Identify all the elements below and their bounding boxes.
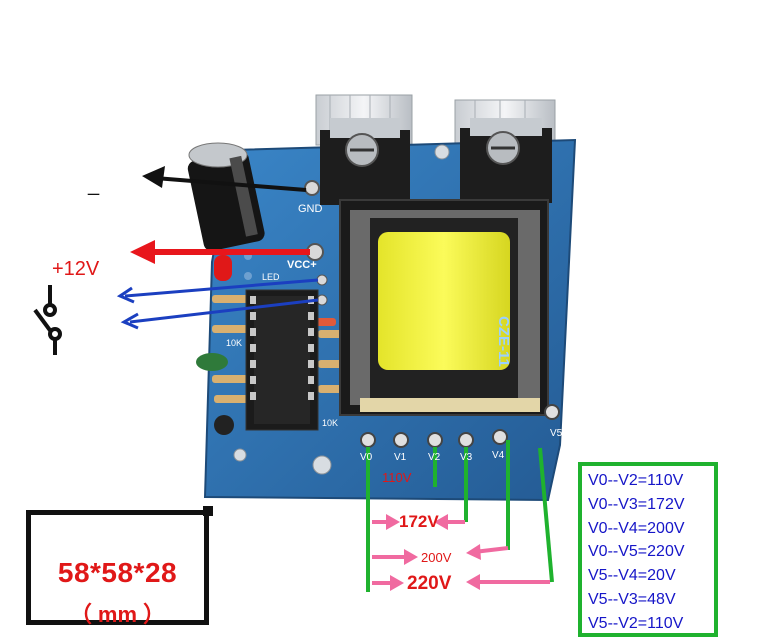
- corner-marker: [203, 506, 213, 516]
- vcc-label: VCC+: [287, 259, 317, 271]
- transformer-icon: [339, 199, 549, 416]
- pin-label-v5: V5: [550, 428, 563, 439]
- mosfet-right: [460, 118, 552, 203]
- capacitor-icon: [187, 142, 265, 251]
- led-icon: [214, 255, 232, 281]
- measure-arrows: [372, 514, 550, 591]
- minus-label: _: [88, 174, 100, 196]
- label-172v: 172V: [399, 512, 439, 531]
- small-capacitor: [214, 415, 234, 435]
- legend-item: V5--V4=20V: [588, 567, 676, 585]
- legend-item: V5--V3=48V: [588, 590, 676, 608]
- voltage-legend: V0--V2=110V V0--V3=172V V0--V4=200V V0--…: [578, 462, 718, 637]
- led-label: LED: [262, 272, 280, 282]
- legend-item: V0--V5=220V: [588, 543, 685, 561]
- legend-item: V0--V4=200V: [588, 519, 685, 537]
- switch-icon: [33, 285, 62, 355]
- ic-chip-icon: [245, 289, 319, 431]
- gnd-label: GND: [298, 203, 323, 215]
- board-mark: CZE-11: [495, 316, 512, 367]
- legend-item: V0--V3=172V: [588, 495, 685, 513]
- pin-label-v0: V0: [360, 452, 373, 463]
- gnd-arrow: [142, 166, 307, 192]
- label-200v: 200V: [421, 550, 452, 565]
- vcc-arrow: [130, 240, 310, 264]
- legend-item: V0--V2=110V: [588, 472, 684, 489]
- legend-item: V5--V2=110V: [588, 614, 684, 632]
- mosfet-left: [320, 118, 410, 205]
- voltage-wires: [366, 440, 554, 592]
- output-pins: [360, 404, 560, 448]
- resistor-label-1: 10K: [226, 338, 243, 348]
- voltage-input-label: +12V: [52, 258, 100, 280]
- pin-label-v3: V3: [460, 452, 473, 463]
- resistor-label-2: 10K: [322, 418, 339, 428]
- pin-label-v4: V4: [492, 450, 505, 461]
- label-220v: 220V: [407, 573, 452, 594]
- label-110v: 110V: [382, 470, 412, 485]
- dimension-box: 58*58*28 （ mm ）: [26, 506, 213, 627]
- pin-label-v2: V2: [428, 452, 441, 463]
- dimension-size: 58*58*28: [57, 557, 178, 588]
- pin-label-v1: V1: [394, 452, 407, 463]
- dimension-unit: （ mm ）: [69, 602, 166, 627]
- ceramic-capacitor: [196, 353, 228, 371]
- switch-arrows: [116, 278, 319, 330]
